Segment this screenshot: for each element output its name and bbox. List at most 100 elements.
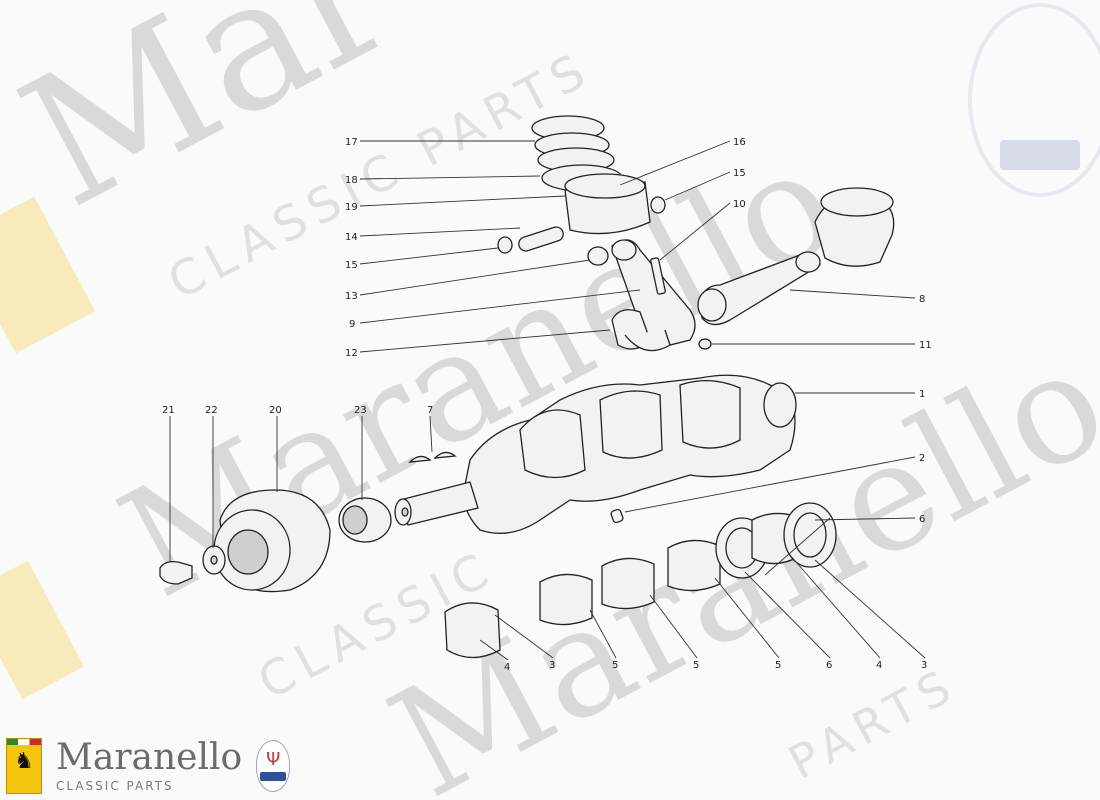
assembled-rod-big-end xyxy=(697,288,727,322)
callout-20[interactable]: 20 xyxy=(269,405,282,416)
callout-labels: 17 18 19 14 15 13 9 12 16 15 10 8 11 1 2… xyxy=(162,137,932,673)
bearing-shell-5c xyxy=(667,539,721,592)
leader-5c xyxy=(714,577,780,659)
dowel-pin-2 xyxy=(610,508,624,524)
leader-2 xyxy=(624,456,916,513)
callout-5-b[interactable]: 5 xyxy=(693,660,699,671)
callout-5-c[interactable]: 5 xyxy=(775,660,781,671)
maranello-branding: ♞ Maranello CLASSIC PARTS Ψ xyxy=(6,736,291,796)
timing-gear-bore xyxy=(342,505,368,535)
callout-10[interactable]: 10 xyxy=(733,199,746,210)
callout-22[interactable]: 22 xyxy=(205,405,218,416)
callout-11[interactable]: 11 xyxy=(919,340,932,351)
leader-5b xyxy=(649,594,698,659)
leader-19 xyxy=(359,195,566,207)
callout-19[interactable]: 19 xyxy=(345,202,358,213)
con-rod-small-end xyxy=(611,239,637,261)
brand-subtitle: CLASSIC PARTS xyxy=(56,779,174,793)
maserati-badge-bar xyxy=(260,772,287,781)
crankshaft-1 xyxy=(394,374,797,534)
leader-12 xyxy=(359,329,611,353)
leader-5a xyxy=(589,609,617,659)
assembled-rod-small-end xyxy=(795,251,821,273)
timing-gear-23 xyxy=(338,497,392,543)
brand-wordmark: Maranello CLASSIC PARTS xyxy=(56,737,243,794)
crank-main-journal-rear xyxy=(763,382,797,428)
bearing-shell-5a xyxy=(539,573,593,626)
watermark-parts-bottom: PARTS xyxy=(780,657,966,790)
leader-6a-b xyxy=(764,517,831,576)
callout-23[interactable]: 23 xyxy=(354,405,367,416)
callout-12[interactable]: 12 xyxy=(345,348,358,359)
callout-18[interactable]: 18 xyxy=(345,175,358,186)
ferrari-badge: ♞ xyxy=(6,738,42,794)
callout-15-right[interactable]: 15 xyxy=(733,168,746,179)
maserati-badge: Ψ xyxy=(256,740,291,792)
watermark-ferrari-badge xyxy=(0,196,96,700)
leader-7 xyxy=(429,415,433,453)
leader-6b xyxy=(744,571,831,659)
callout-16[interactable]: 16 xyxy=(733,137,746,148)
washer-22-hole xyxy=(210,555,218,565)
callout-13[interactable]: 13 xyxy=(345,291,358,302)
piston-crown xyxy=(564,173,646,199)
watermark-maserati-badge xyxy=(968,3,1100,197)
callout-21[interactable]: 21 xyxy=(162,405,175,416)
woodruff-keys-7 xyxy=(408,451,457,463)
callout-4-right[interactable]: 4 xyxy=(876,660,882,671)
leader-16 xyxy=(619,140,731,186)
crank-web-3 xyxy=(679,380,741,449)
leader-6a xyxy=(814,517,916,521)
callout-5-a[interactable]: 5 xyxy=(612,660,618,671)
callout-9[interactable]: 9 xyxy=(349,319,355,330)
leader-14 xyxy=(359,227,521,237)
circlip-15-left xyxy=(497,236,513,254)
leader-18 xyxy=(359,175,541,180)
crank-web-2 xyxy=(599,390,663,459)
callout-7[interactable]: 7 xyxy=(427,405,433,416)
leader-3a xyxy=(494,614,554,659)
ferrari-prancing-horse-icon: ♞ xyxy=(14,749,34,774)
callout-1[interactable]: 1 xyxy=(919,389,925,400)
leader-3b xyxy=(814,559,926,659)
assembled-piston-crown xyxy=(820,187,894,217)
crank-web-1 xyxy=(519,409,586,479)
leader-8 xyxy=(789,289,916,299)
crank-snout-hole xyxy=(401,507,409,517)
maserati-trident-icon: Ψ xyxy=(266,749,281,770)
callout-3-left[interactable]: 3 xyxy=(549,660,555,671)
big-end-cap xyxy=(624,329,671,352)
callout-6-bottom[interactable]: 6 xyxy=(826,660,832,671)
leader-13 xyxy=(359,259,591,296)
leader-4b xyxy=(789,554,881,659)
crank-pulley-20 xyxy=(213,489,331,593)
callout-2[interactable]: 2 xyxy=(919,453,925,464)
brand-title: Maranello xyxy=(56,737,243,778)
circlip-15-right xyxy=(650,196,666,214)
bearing-shell-5b xyxy=(601,557,655,610)
leader-9 xyxy=(359,289,641,324)
leader-15a xyxy=(359,247,499,265)
leader-lines xyxy=(169,140,926,661)
gudgeon-pin-14 xyxy=(518,226,564,252)
small-end-bush-13 xyxy=(587,246,609,266)
leader-15b xyxy=(664,171,731,201)
callout-17[interactable]: 17 xyxy=(345,137,358,148)
bearing-shell-4a xyxy=(444,602,501,659)
pulley-bolt-21 xyxy=(159,560,193,585)
italian-flag-stripe xyxy=(7,739,41,745)
callout-3-right[interactable]: 3 xyxy=(921,660,927,671)
callout-4-left[interactable]: 4 xyxy=(504,662,510,673)
leader-4a xyxy=(479,639,509,661)
woodruff-key-a xyxy=(408,455,432,463)
callout-8[interactable]: 8 xyxy=(919,294,925,305)
leader-10 xyxy=(659,202,731,261)
rod-bolt-10 xyxy=(650,257,666,295)
woodruff-key-b xyxy=(433,451,457,459)
callout-15-left[interactable]: 15 xyxy=(345,260,358,271)
callout-14[interactable]: 14 xyxy=(345,232,358,243)
rod-nut-11 xyxy=(698,338,712,350)
callout-6-top[interactable]: 6 xyxy=(919,514,925,525)
piston-assembly-exploded xyxy=(497,115,712,352)
